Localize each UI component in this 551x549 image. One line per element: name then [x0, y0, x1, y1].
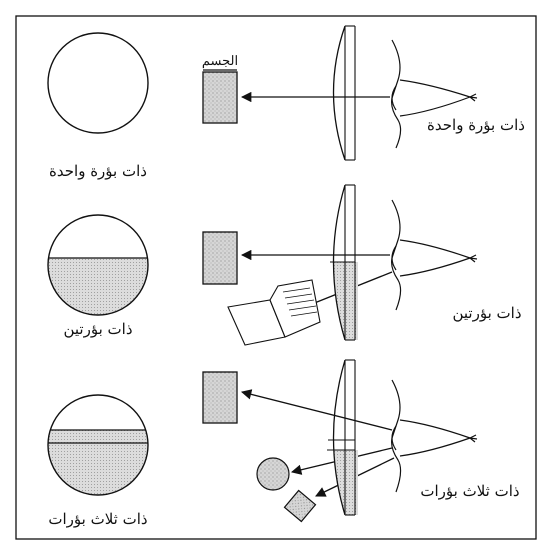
- object-box-3: [203, 372, 237, 423]
- eye-2: [392, 200, 477, 310]
- near-object-square: [285, 491, 316, 522]
- bifocal-lens-circle: [48, 215, 148, 318]
- object-box-2: [203, 232, 237, 284]
- single-focus-right-label: ذات بؤرة واحدة: [427, 116, 525, 134]
- lens-front-1: [334, 26, 346, 160]
- trifocal-lens-circle: [48, 395, 148, 500]
- object-box-1: [203, 72, 237, 123]
- bifocal-left-label: ذات بؤرتين: [63, 320, 132, 338]
- near-object-circle: [257, 458, 289, 490]
- trifocal-right-label: ذات ثلاث بؤرات: [420, 482, 519, 500]
- lens-3-segment: [322, 450, 358, 520]
- object-label: الجسم: [202, 54, 238, 69]
- book-icon: [228, 280, 320, 345]
- lens-2-segment: [322, 262, 358, 342]
- sight-line-3-distance: [242, 392, 392, 430]
- single-focus-left-label: ذات بؤرة واحدة: [49, 162, 147, 180]
- bifocal-right-label: ذات بؤرتين: [452, 304, 521, 322]
- single-focus-lens-circle: [48, 33, 148, 133]
- eye-3: [392, 380, 477, 492]
- trifocal-left-label: ذات ثلاث بؤرات: [48, 510, 147, 528]
